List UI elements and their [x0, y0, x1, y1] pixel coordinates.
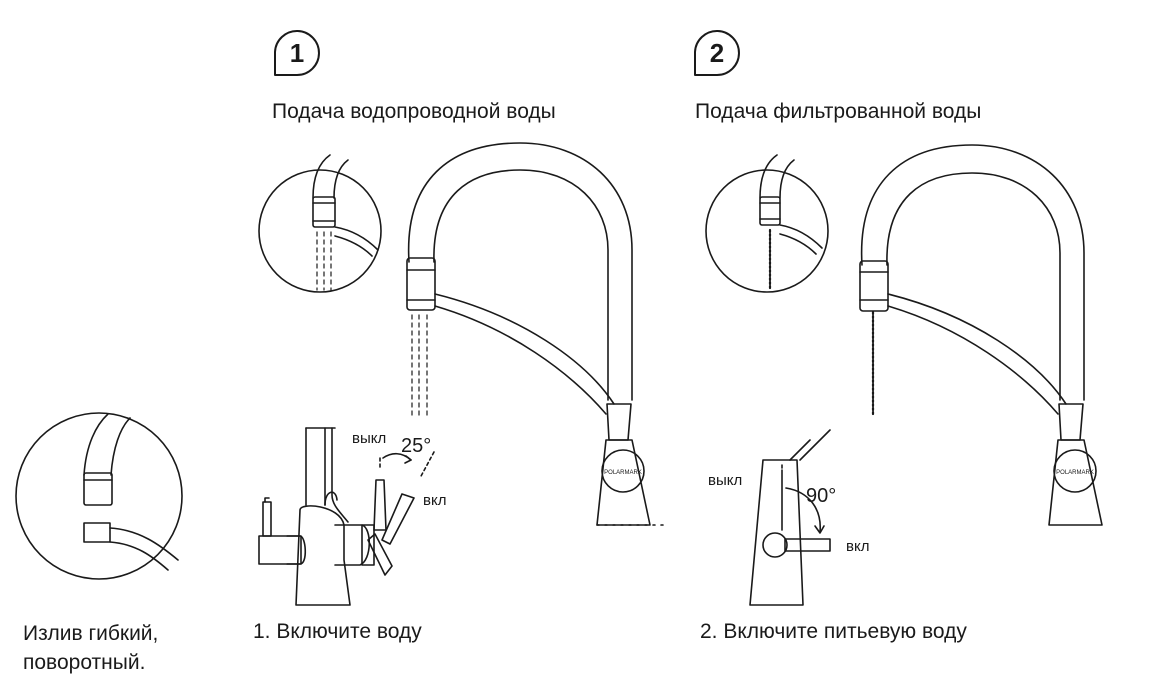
step-2-action: 2. Включите питьевую воду	[700, 620, 967, 643]
lever-diagram-2	[749, 429, 831, 606]
step-2-title: Подача фильтрованной воды	[695, 100, 982, 123]
angle-label-25: 25°	[401, 435, 431, 457]
off-label-2: выкл	[708, 472, 742, 489]
step-1-action: 1. Включите воду	[253, 620, 422, 643]
step-2-badge: 2	[694, 30, 740, 76]
step-1-badge: 1	[274, 30, 320, 76]
off-label-1: выкл	[352, 430, 386, 447]
faucet-2: POLARMARK	[705, 144, 1103, 526]
on-label-2: вкл	[846, 538, 869, 555]
spout-caption-line1: Излив гибкий,	[23, 622, 159, 645]
brand-logo-1: POLARMARK	[604, 470, 642, 476]
step-2-number: 2	[710, 38, 724, 68]
flexible-spout-detail	[15, 412, 183, 580]
lever-diagram-1	[258, 427, 435, 606]
faucet-1: POLARMARK	[258, 142, 669, 526]
brand-logo-2: POLARMARK	[1056, 470, 1094, 476]
spout-caption-line2: поворотный.	[23, 651, 146, 674]
step-1-title: Подача водопроводной воды	[272, 100, 556, 123]
angle-label-90: 90°	[806, 485, 836, 507]
on-label-1: вкл	[423, 492, 446, 509]
step-1-number: 1	[290, 38, 304, 68]
